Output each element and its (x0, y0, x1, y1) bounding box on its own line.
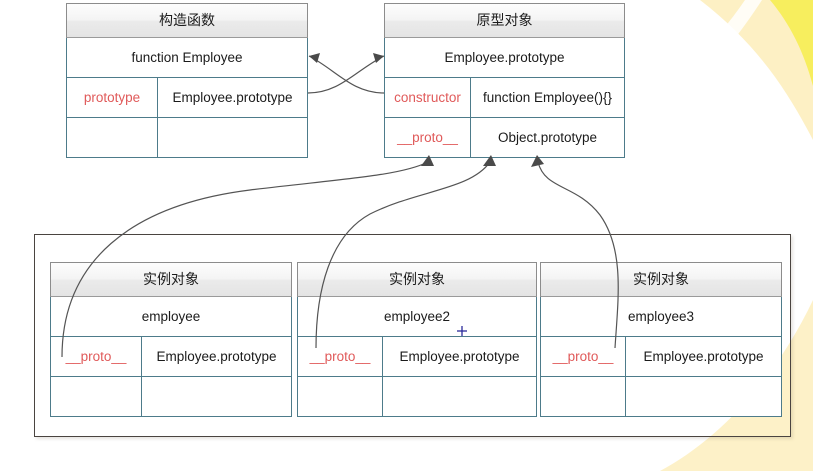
prototype-name-cell: Employee.prototype (444, 50, 565, 65)
constructor-empty-key (67, 118, 158, 157)
instance-3-empty-value (626, 377, 781, 416)
prototype-constructor-value: function Employee(){} (482, 90, 613, 105)
instance-2-name-cell: employee2 (383, 309, 451, 324)
constructor-table-header: 构造函数 (66, 3, 308, 38)
instance-table-1[interactable]: 实例对象 employee __proto__ Employee.prototy… (50, 262, 292, 417)
instance-1-empty-key (51, 377, 142, 416)
instance-3-proto-value: Employee.prototype (643, 349, 764, 364)
instance-2-name-row: employee2 (298, 297, 536, 336)
table-row (298, 376, 536, 416)
instance-table-2[interactable]: 实例对象 employee2 __proto__ Employee.protot… (297, 262, 537, 417)
table-row: __proto__ Object.prototype (385, 117, 624, 157)
instance-table-3[interactable]: 实例对象 employee3 __proto__ Employee.protot… (540, 262, 782, 417)
instance-3-proto-key: __proto__ (541, 337, 626, 376)
link-prototype-to-protoobj (307, 53, 385, 94)
constructor-empty-value (158, 118, 307, 157)
instance-table-3-header: 实例对象 (540, 262, 782, 297)
instance-table-1-header: 实例对象 (50, 262, 292, 297)
instance-2-proto-value: Employee.prototype (399, 349, 520, 364)
instance-2-empty-value (383, 377, 536, 416)
table-row (67, 117, 307, 157)
constructor-prototype-key: prototype (67, 78, 158, 117)
instance-1-empty-value (142, 377, 291, 416)
instance-1-proto-value: Employee.prototype (156, 349, 277, 364)
instance-3-name-cell: employee3 (627, 309, 695, 324)
instance-1-proto-key: __proto__ (51, 337, 142, 376)
instance-1-name-row: employee (51, 297, 291, 336)
prototype-table-header: 原型对象 (384, 3, 625, 38)
instance-3-empty-key (541, 377, 626, 416)
prototype-proto-key: __proto__ (385, 118, 471, 157)
constructor-prototype-value: Employee.prototype (172, 90, 293, 105)
instance-2-empty-key (298, 377, 383, 416)
table-row: __proto__ Employee.prototype (298, 336, 536, 376)
prototype-proto-value: Object.prototype (497, 130, 598, 145)
table-row (51, 376, 291, 416)
deco-band-cream-top (700, 0, 813, 140)
instance-3-name-row: employee3 (541, 297, 781, 336)
prototype-constructor-key: constructor (385, 78, 471, 117)
link-constructor-to-ctorfn (308, 53, 385, 94)
table-row: __proto__ Employee.prototype (51, 336, 291, 376)
constructor-name-cell: function Employee (131, 50, 243, 65)
table-row: prototype Employee.prototype (67, 77, 307, 117)
instance-table-2-header: 实例对象 (297, 262, 537, 297)
table-row: constructor function Employee(){} (385, 77, 624, 117)
instance-2-proto-key: __proto__ (298, 337, 383, 376)
prototype-name-row: Employee.prototype (385, 38, 624, 77)
instance-1-name-cell: employee (141, 309, 201, 324)
prototype-table[interactable]: 原型对象 Employee.prototype constructor func… (384, 3, 625, 158)
constructor-table[interactable]: 构造函数 function Employee prototype Employe… (66, 3, 308, 158)
constructor-name-row: function Employee (67, 38, 307, 77)
deco-band-yellow-top (770, 0, 813, 86)
table-row: __proto__ Employee.prototype (541, 336, 781, 376)
table-row (541, 376, 781, 416)
deco-sliver-white (688, 0, 762, 78)
